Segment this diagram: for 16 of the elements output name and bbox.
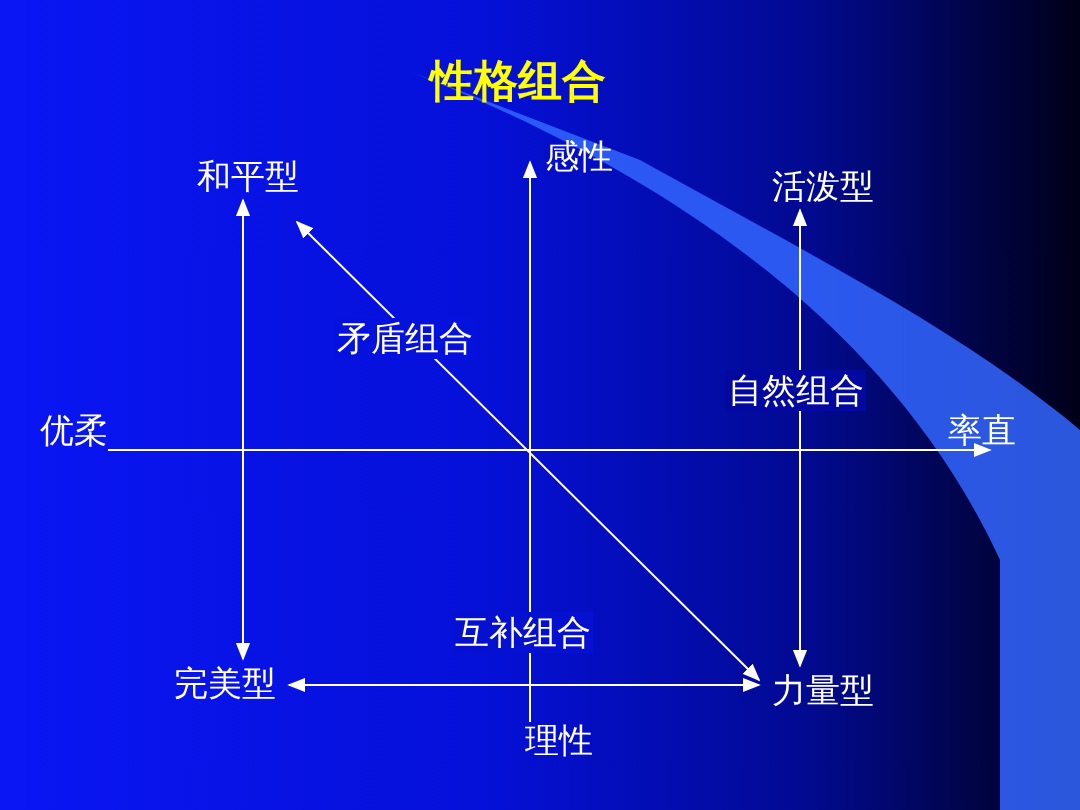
edge-label: 自然组合 — [726, 370, 866, 411]
axis-label: 优柔 — [40, 410, 108, 451]
axis-label: 感性 — [545, 136, 613, 177]
axis-label: 理性 — [525, 720, 593, 761]
arrow — [295, 220, 761, 682]
arrow — [235, 198, 251, 661]
slide-title: 性格组合 — [430, 55, 606, 108]
edge-label: 矛盾组合 — [335, 318, 475, 359]
type-label: 完美型 — [162, 660, 288, 706]
type-label: 力量型 — [760, 667, 886, 713]
type-label: 活泼型 — [760, 163, 886, 209]
arrow — [792, 208, 808, 668]
type-label: 和平型 — [185, 153, 310, 199]
axis-label: 率直 — [948, 410, 1016, 451]
edge-label: 互补组合 — [453, 612, 593, 653]
arrow — [287, 677, 761, 693]
